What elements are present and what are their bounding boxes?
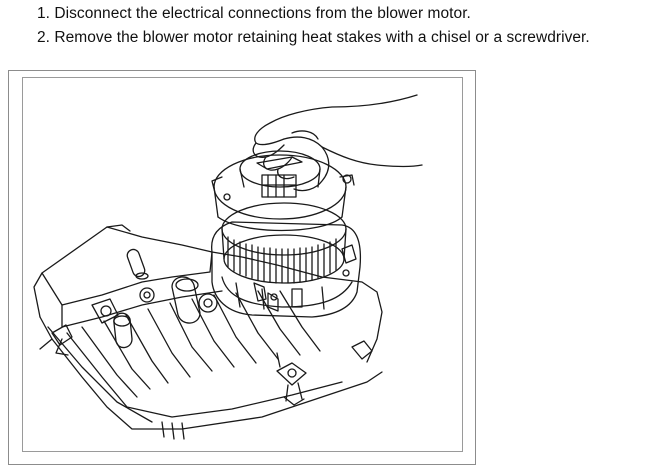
step-remove-heat-stakes: 2. Remove the blower motor retaining hea… — [37, 29, 590, 46]
heat-stakes — [254, 245, 372, 405]
blower-wheel — [222, 203, 346, 283]
figure-inner-frame — [22, 77, 463, 452]
housing-fittings — [52, 248, 217, 355]
blower-motor-illustration — [22, 77, 463, 452]
blower-housing — [212, 222, 361, 317]
step-disconnect-connections: 1. Disconnect the electrical connections… — [37, 5, 471, 22]
motor-cap — [212, 151, 354, 231]
hand — [253, 95, 422, 191]
hvac-housing — [34, 225, 382, 439]
